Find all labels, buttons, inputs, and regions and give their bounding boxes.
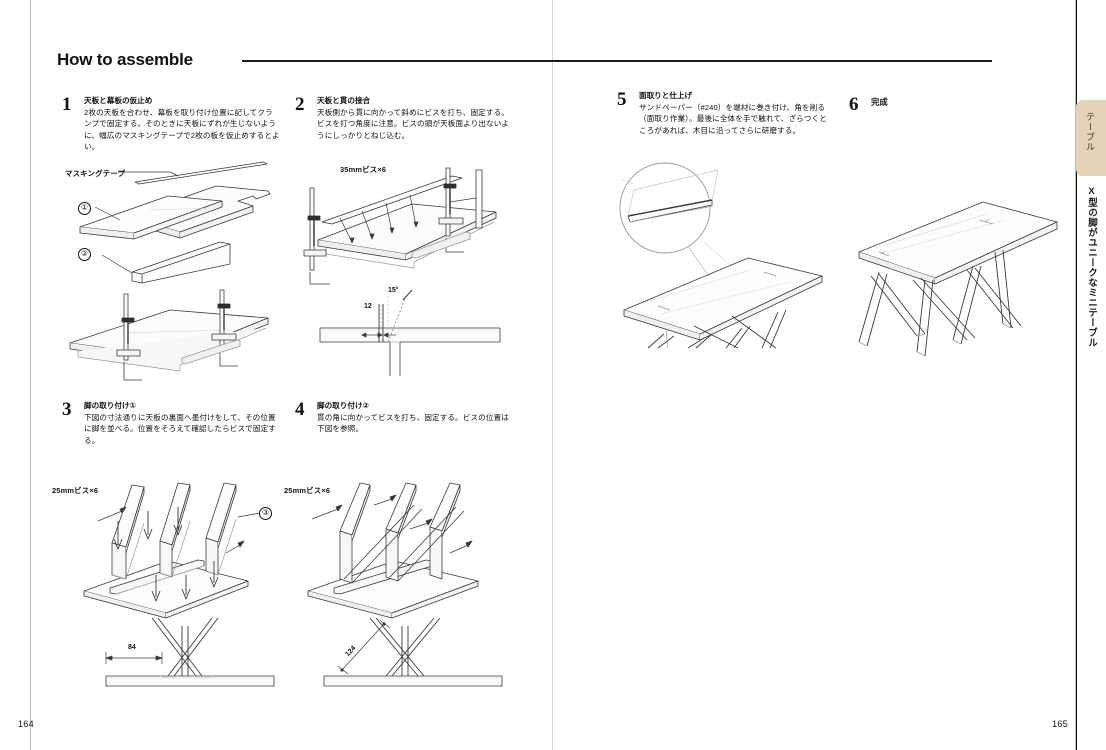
fig2-depth-label: 12 — [364, 303, 372, 310]
page-left — [552, 0, 553, 750]
figure-2a-screwing-rail: 35mmビス×6 — [300, 162, 512, 287]
figure-5-chamfer-detail — [600, 158, 850, 349]
fig1-masking-tape-callout: マスキングテープ — [65, 169, 126, 178]
page-edge-right — [1075, 0, 1076, 750]
fig1-part-2-marker: ② — [78, 248, 91, 261]
figure-4b-front-elevation: 124 — [318, 617, 508, 698]
side-tab-category: テーブル — [1076, 100, 1106, 176]
fig2-angle-label: 15° — [388, 287, 399, 294]
figure-3a-leg-attachment: 25mmビス×6 ③ — [48, 482, 288, 619]
step-1-body: 2枚の天板を合わせ、幕板を取り付け位置に記してクランプで固定する。そのときに天板… — [84, 108, 280, 152]
fig4-screw-callout: 25mmビス×6 — [284, 486, 331, 495]
step-1-number: 1 — [62, 94, 72, 115]
page-right — [553, 0, 1106, 750]
step-3-body: 下図の寸法通りに天板の裏面へ墨付けをして、その位置に脚を並べる。位置をそろえて確… — [84, 413, 276, 445]
fig2-screw-callout: 35mmビス×6 — [340, 165, 387, 174]
step-6-number: 6 — [849, 94, 859, 115]
step-3-heading: 脚の取り付け① — [84, 401, 136, 410]
step-2-heading: 天板と貫の接合 — [317, 96, 371, 105]
step-2-body: 天板側から貫に向かって斜めにビスを打ち、固定する。ビスを打つ角度に注意。ビスの頭… — [317, 108, 510, 140]
fig3-dimension-label: 84 — [128, 644, 136, 651]
folio-left: 164 — [18, 719, 34, 729]
fig3-part-3-marker: ③ — [259, 507, 272, 520]
fig1-part-1-marker: ① — [78, 202, 91, 215]
page-title: How to assemble — [57, 50, 193, 69]
step-4-number: 4 — [295, 399, 305, 420]
figure-1a-exploded-top-and-apron: マスキングテープ ① ② — [60, 160, 285, 285]
header-rule — [242, 60, 992, 62]
figure-2b-screw-angle-detail: 15° 12 — [319, 286, 510, 376]
side-tab-divider — [1076, 0, 1077, 750]
side-tab-project-label: X型の脚がユニークなミニテーブル — [1086, 186, 1097, 348]
step-2-number: 2 — [295, 94, 305, 115]
step-4-heading: 脚の取り付け② — [317, 401, 369, 410]
step-6-heading: 完成 — [871, 97, 888, 107]
side-tab-category-label: テーブル — [1085, 112, 1095, 152]
section-header: How to assemble — [57, 50, 1047, 76]
figure-3b-front-elevation: 84 — [100, 617, 280, 698]
step-5-body: サンドペーパー（#240）を端材に巻き付け、角を削る（面取り作業）。最後に全体を… — [639, 103, 827, 135]
step-5-heading: 面取りと仕上げ — [639, 91, 693, 100]
page-edge-left — [30, 0, 31, 750]
figure-4a-leg-cross-assembly: 25mmビス×6 — [282, 482, 522, 619]
folio-right: 165 — [1052, 719, 1068, 729]
step-5-number: 5 — [617, 89, 627, 110]
figure-6-finished-table — [855, 196, 1075, 366]
fig3-screw-callout: 25mmビス×6 — [52, 486, 99, 495]
side-tab: テーブル X型の脚がユニークなミニテーブル — [1076, 0, 1106, 750]
step-4-body: 貫の角に向かってビスを打ち、固定する。ビスの位置は下図を参照。 — [317, 413, 509, 434]
step-1-heading: 天板と幕板の仮止め — [84, 96, 153, 105]
step-3-number: 3 — [62, 399, 72, 420]
figure-1b-clamped-boards — [62, 288, 284, 384]
